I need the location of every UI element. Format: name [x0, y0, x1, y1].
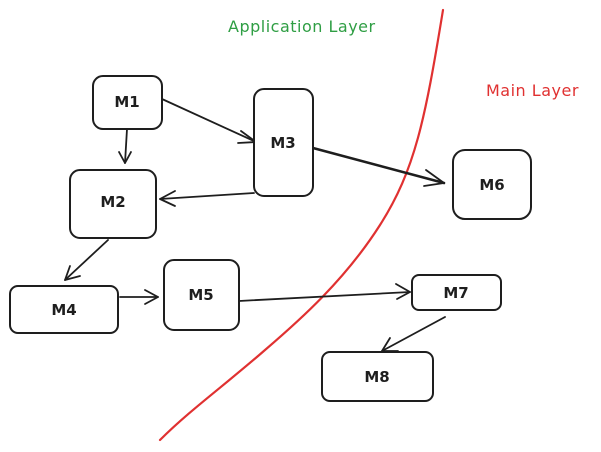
- node-m1-box: [92, 75, 163, 130]
- edge-m3-m6: [311, 146, 446, 185]
- node-m6-box: [452, 149, 532, 220]
- node-m3: M3: [253, 88, 314, 197]
- edge-m1-m2: [124, 128, 128, 164]
- node-m7: M7: [411, 274, 502, 311]
- node-m4: M4: [9, 285, 119, 334]
- arrowhead-m2-m4: [64, 265, 81, 281]
- application-layer-label: Application Layer: [228, 17, 376, 36]
- node-m4-box: [9, 285, 119, 334]
- arrowhead-m5-m7: [395, 283, 411, 300]
- node-m5: M5: [163, 259, 240, 331]
- arrowhead-m1-m2: [118, 151, 132, 164]
- arrowhead-m3-m6: [423, 169, 445, 187]
- edge-m3-m2: [159, 192, 255, 200]
- node-m3-box: [253, 88, 314, 197]
- node-m3-label: M3: [270, 134, 295, 152]
- edge-m7-m8: [381, 316, 446, 352]
- edge-m2-m4: [64, 239, 109, 281]
- arrowhead-m3-m2: [159, 190, 176, 207]
- edge-m5-m7: [238, 291, 411, 302]
- node-m4-label: M4: [51, 301, 76, 319]
- arrowhead-m4-m5: [144, 289, 159, 305]
- node-m2-label: M2: [100, 193, 125, 211]
- main-layer-label: Main Layer: [486, 81, 579, 100]
- node-m5-label: M5: [188, 286, 213, 304]
- node-m1-label: M1: [114, 93, 139, 111]
- node-m8: M8: [321, 351, 434, 402]
- node-m6-label: M6: [479, 176, 504, 194]
- node-m1: M1: [92, 75, 163, 130]
- edge-m1-m3: [161, 98, 257, 143]
- node-m2-box: [69, 169, 157, 239]
- node-m8-box: [321, 351, 434, 402]
- node-m8-label: M8: [364, 368, 389, 386]
- node-m7-box: [411, 274, 502, 311]
- node-m5-box: [163, 259, 240, 331]
- layer-boundary-line: [158, 8, 445, 442]
- node-m6: M6: [452, 149, 532, 220]
- node-m7-label: M7: [443, 284, 468, 302]
- node-m2: M2: [69, 169, 157, 239]
